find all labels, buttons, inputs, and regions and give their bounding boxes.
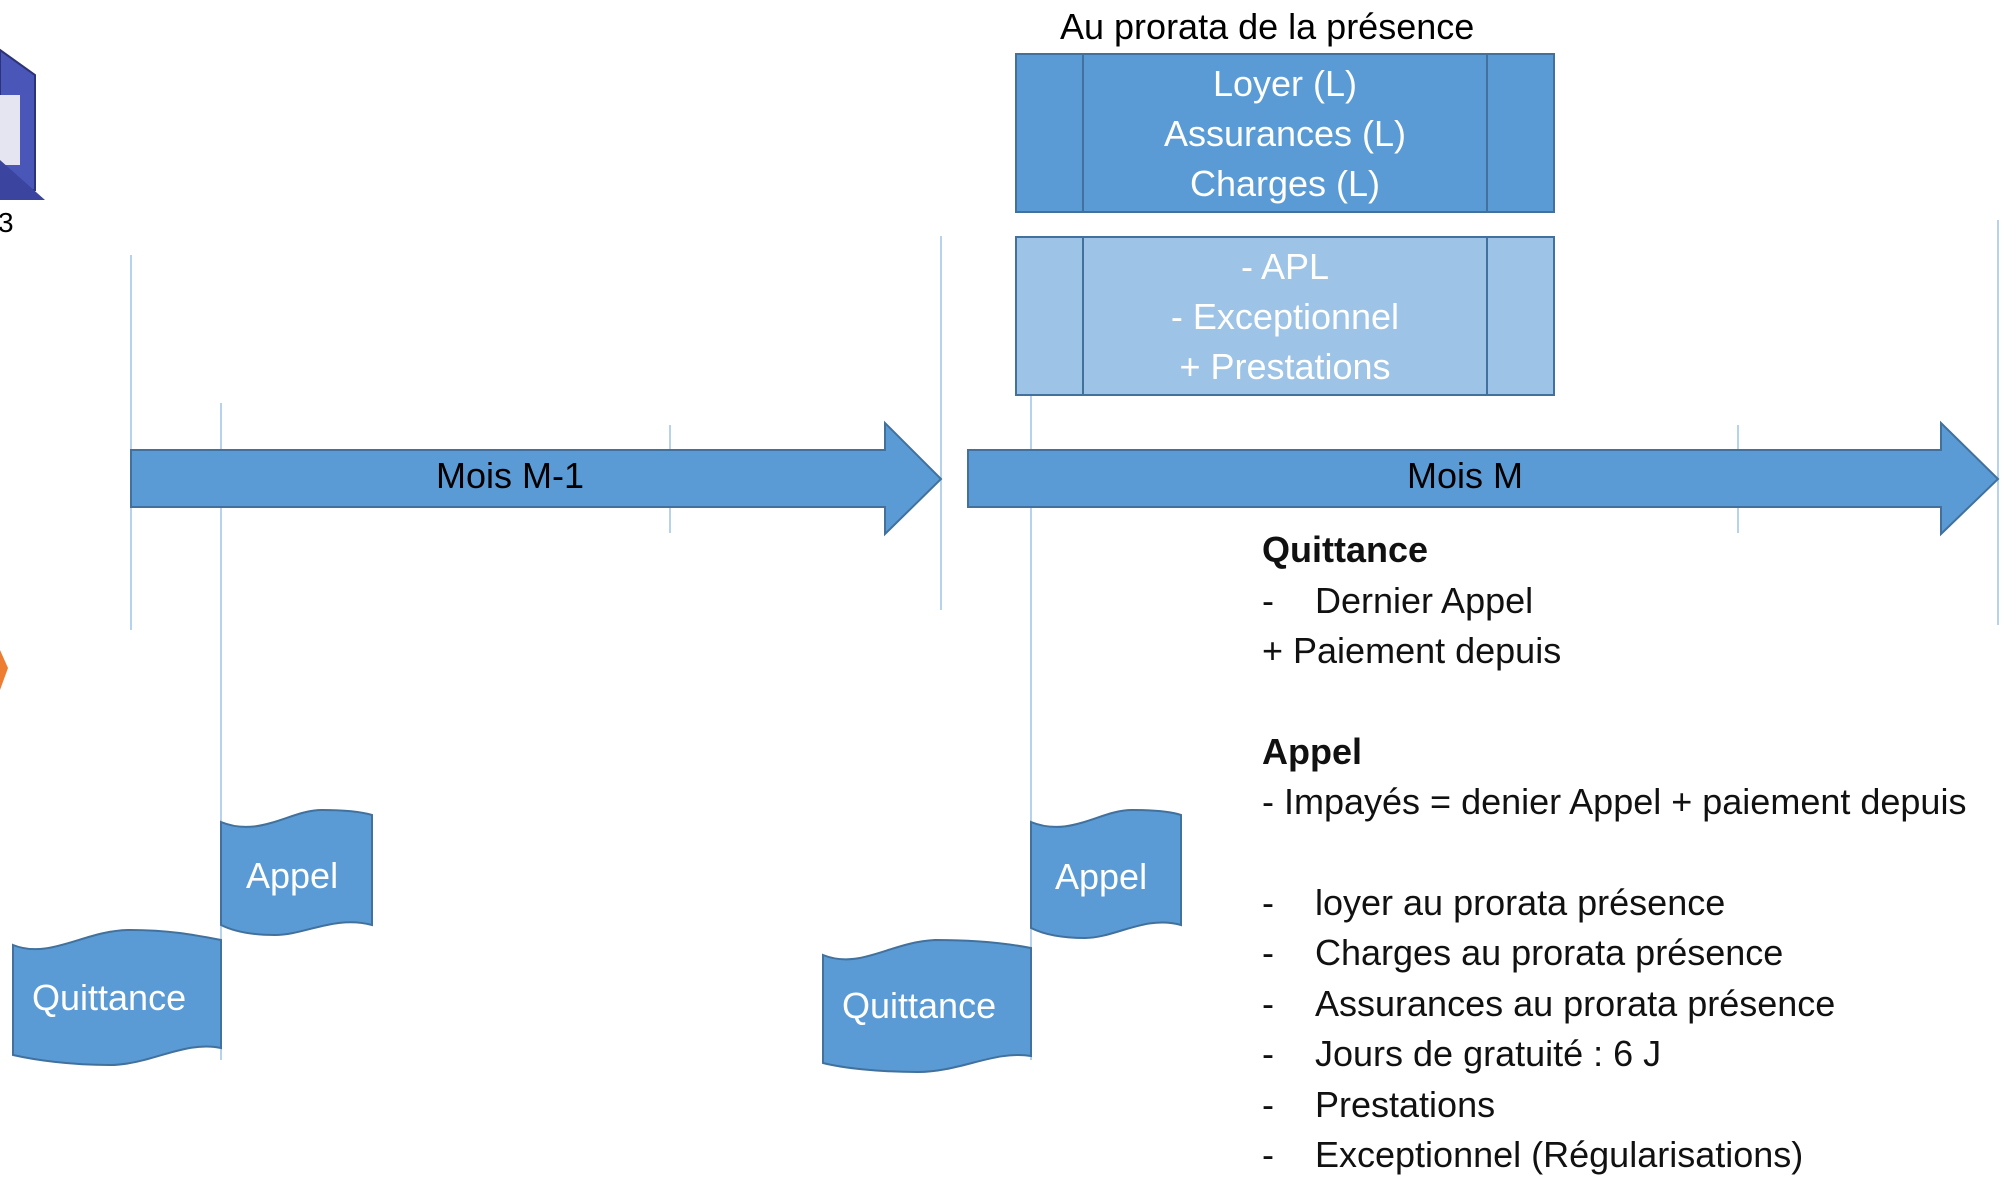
quittance-left-label: Quittance	[32, 977, 187, 1018]
rent-box	[1015, 53, 1555, 213]
rent-line-3: Charges (L)	[1189, 163, 1381, 204]
bullet-dash: -	[1262, 881, 1274, 923]
edge-glyph: 3	[0, 207, 14, 238]
orange-icon-fragment	[0, 650, 8, 690]
bullet-dash: -	[1262, 982, 1274, 1024]
adj-line-3: + Prestations	[1179, 346, 1391, 387]
rent-line-2: Assurances (L)	[1163, 113, 1407, 154]
month-m1-arrow	[130, 420, 943, 537]
appel-list-item: - Prestations	[1262, 1080, 1966, 1131]
quittance-doc-right	[822, 938, 1032, 1074]
appel-list-item: - Charges au prorata présence	[1262, 928, 1966, 979]
appel-list-text: Prestations	[1315, 1083, 1496, 1125]
quittance-heading: Quittance	[1262, 529, 1429, 570]
month-m-arrow	[967, 420, 2000, 537]
appel-list-item: - Assurances au prorata présence	[1262, 979, 1966, 1030]
building-icon	[0, 48, 45, 200]
appel-list-text: Assurances au prorata présence	[1315, 982, 1836, 1024]
bullet-dash: -	[1262, 1033, 1274, 1074]
quittance-doc-left	[12, 928, 222, 1067]
rent-box-text: Loyer (L) Assurances (L) Charges (L)	[1083, 59, 1487, 209]
appel-heading: Appel	[1262, 730, 1363, 772]
month-m1-label: Mois M-1	[436, 455, 585, 496]
quittance-item-text: Dernier Appel	[1315, 579, 1534, 621]
appel-left-label: Appel	[246, 855, 339, 896]
appel-list-text: Jours de gratuité : 6 J	[1315, 1033, 1662, 1074]
appel-list-item: - Jours de gratuité : 6 J	[1262, 1029, 1966, 1080]
appel-doc-left	[220, 808, 373, 937]
appel-item-1: - Impayés = denier Appel + paiement depu…	[1262, 781, 1967, 822]
quittance-item-2: + Paiement depuis	[1262, 630, 1562, 671]
appel-doc-right	[1030, 808, 1182, 940]
quittance-right-label: Quittance	[842, 985, 997, 1026]
appel-list-text: Exceptionnel (Régularisations)	[1315, 1134, 1804, 1175]
appel-list-item: - Exceptionnel (Régularisations)	[1262, 1130, 1966, 1181]
rent-line-1: Loyer (L)	[1212, 63, 1358, 104]
bullet-dash: -	[1262, 1083, 1274, 1125]
bullet-dash: -	[1262, 579, 1274, 621]
month-m-label: Mois M	[1407, 455, 1523, 496]
notes-panel: Quittance - Dernier Appel + Paiement dep…	[1262, 525, 1966, 1181]
top-caption: Au prorata de la présence	[1060, 6, 1475, 47]
adj-line-1: - APL	[1240, 246, 1330, 287]
appel-list-item: - loyer au prorata présence	[1262, 878, 1966, 929]
bullet-dash: -	[1262, 932, 1274, 973]
appel-list-text: Charges au prorata présence	[1315, 932, 1784, 973]
appel-list-text: loyer au prorata présence	[1315, 881, 1726, 923]
adjustments-box-text: - APL - Exceptionnel + Prestations	[1083, 242, 1487, 392]
quittance-item: - Dernier Appel	[1262, 576, 1966, 627]
appel-right-label: Appel	[1055, 856, 1148, 897]
adj-line-2: - Exceptionnel	[1170, 296, 1400, 337]
adjustments-box	[1015, 236, 1555, 396]
bullet-dash: -	[1262, 1134, 1274, 1175]
